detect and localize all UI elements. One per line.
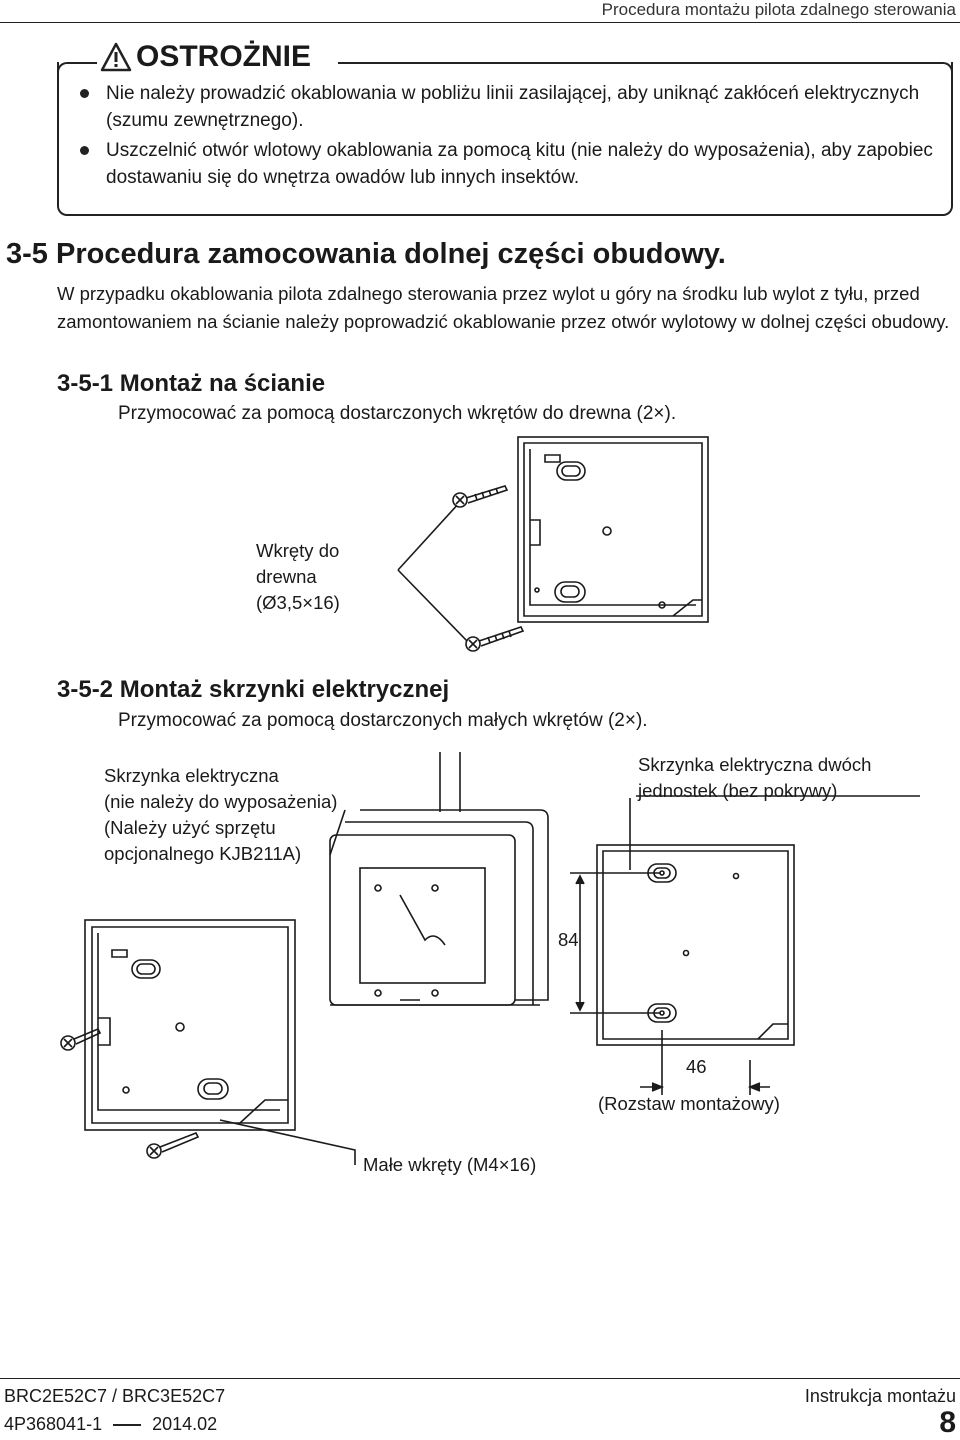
section-title: 3-5 Procedura zamocowania dolnej części … <box>6 238 726 271</box>
page-number: 8 <box>939 1406 956 1439</box>
warning-triangle-icon <box>100 42 132 72</box>
subsection-title-wall: 3-5-1 Montaż na ścianie <box>57 370 326 397</box>
dimension-84: 84 <box>558 929 579 950</box>
running-header: Procedura montażu pilota zdalnego sterow… <box>601 0 956 19</box>
electric-box-label: Skrzynka elektryczna (nie należy do wypo… <box>104 765 338 864</box>
wood-screws-label: Wkręty do drewna (Ø3,5×16) <box>256 540 340 613</box>
footer-code: 4P368041-1 2014.02 <box>4 1414 218 1434</box>
caution-item: Uszczelnić otwór wlotowy okablowania za … <box>80 137 940 191</box>
section-number: 3-5 <box>6 238 48 270</box>
subsection-desc-wall: Przymocować za pomocą dostarczonych wkrę… <box>118 403 677 424</box>
small-screw-icon <box>60 1027 102 1051</box>
spacing-label: (Rozstaw montażowy) <box>598 1093 780 1114</box>
footer-rule <box>0 1378 960 1379</box>
footer-model: BRC2E52C7 / BRC3E52C7 <box>4 1386 226 1406</box>
dimension-46: 46 <box>686 1056 707 1077</box>
caution-heading: OSTROŻNIE <box>100 40 311 74</box>
small-screws-label: Małe wkręty (M4×16) <box>363 1154 537 1175</box>
caution-item: Nie należy prowadzić okablowania w pobli… <box>80 80 940 134</box>
bullet-icon <box>80 89 89 98</box>
bullet-icon <box>80 146 89 155</box>
double-box-figure <box>570 795 920 1095</box>
subsection-title-box: 3-5-2 Montaż skrzynki elektrycznej <box>57 676 450 703</box>
wood-screw-icon <box>465 626 525 652</box>
footer-dash <box>113 1424 142 1427</box>
subsection-desc-box: Przymocować za pomocą dostarczonych mały… <box>118 710 648 731</box>
section-heading: Procedura zamocowania dolnej części obud… <box>55 238 726 270</box>
caution-box <box>57 62 953 216</box>
caution-box-top-left <box>57 62 97 74</box>
caution-list: Nie należy prowadzić okablowania w pobli… <box>80 80 940 194</box>
footer-doc-type: Instrukcja montażu <box>804 1386 956 1406</box>
header-rule <box>0 22 960 23</box>
wall-mount-figure <box>397 436 709 652</box>
small-screw-icon <box>146 1131 200 1159</box>
caution-title: OSTROŻNIE <box>136 40 312 73</box>
electric-box-figure <box>60 752 549 1165</box>
wood-screw-icon <box>452 485 509 508</box>
section-body: W przypadku okablowania pilota zdalnego … <box>57 283 950 332</box>
caution-box-top-right <box>338 62 953 72</box>
